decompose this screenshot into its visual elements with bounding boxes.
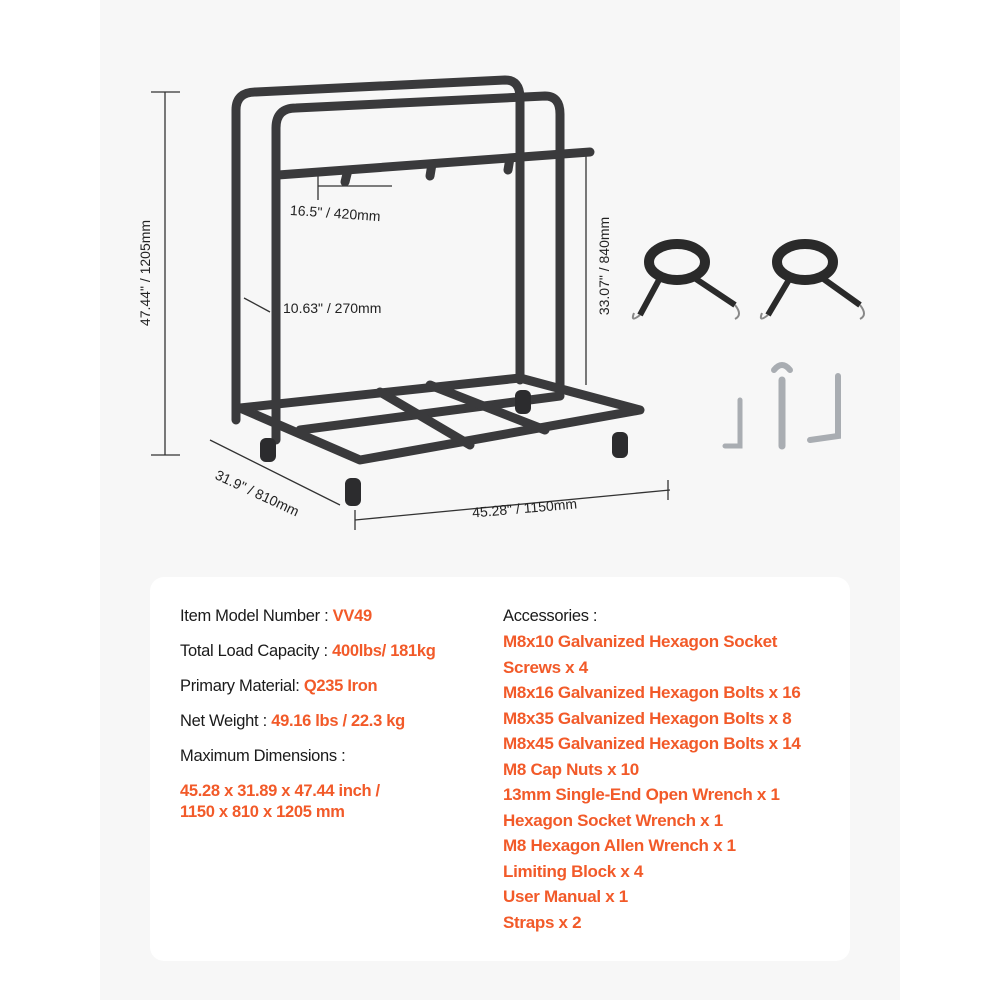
dim-inner-height: 33.07" / 840mm — [596, 216, 613, 316]
spec-card: Item Model Number : VV49 Total Load Capa… — [150, 577, 850, 961]
product-illustration — [151, 75, 865, 530]
accessory-item: Screws x 4 — [503, 657, 588, 677]
accessory-item: User Manual x 1 — [503, 887, 628, 906]
spec-dims-label: Maximum Dimensions : — [180, 747, 346, 765]
strap-icon — [759, 239, 865, 320]
accessory-item: Straps x 2 — [503, 912, 582, 932]
dim-side-gap: 10.63" / 270mm — [283, 300, 382, 316]
accessory-item: M8x45 Galvanized Hexagon Bolts x 14 — [503, 734, 801, 753]
accessory-item: Limiting Block x 4 — [503, 861, 644, 881]
accessory-item: M8 Hexagon Allen Wrench x 1 — [503, 836, 736, 855]
strap-icon — [631, 239, 740, 320]
accessories-label: Accessories : — [503, 607, 598, 625]
accessory-item: Hexagon Socket Wrench x 1 — [503, 810, 723, 830]
accessory-item: 13mm Single-End Open Wrench x 1 — [503, 785, 780, 804]
accessory-item: M8x16 Galvanized Hexagon Bolts x 16 — [503, 683, 801, 702]
allen-wrench-icon — [722, 397, 743, 449]
spec-dims-line1: 45.28 x 31.89 x 47.44 inch / — [180, 782, 380, 800]
spec-load: Total Load Capacity : 400lbs/ 181kg — [180, 642, 436, 660]
tools — [722, 362, 841, 450]
dim-height: 47.44" / 1205mm — [137, 219, 154, 327]
accessory-item: M8x10 Galvanized Hexagon Socket — [503, 632, 778, 651]
accessory-item: M8x35 Galvanized Hexagon Bolts x 8 — [503, 708, 792, 728]
accessory-item: M8 Cap Nuts x 10 — [503, 759, 639, 779]
socket-wrench-icon — [807, 373, 841, 443]
caster-wheels — [260, 390, 628, 506]
cart-frame — [231, 75, 645, 465]
spec-model: Item Model Number : VV49 — [180, 607, 372, 625]
spec-material: Primary Material: Q235 Iron — [180, 677, 378, 695]
spec-weight: Net Weight : 49.16 lbs / 22.3 kg — [180, 712, 405, 730]
spec-dims-line2: 1150 x 810 x 1205 mm — [180, 803, 345, 821]
dimension-lines — [151, 91, 671, 530]
